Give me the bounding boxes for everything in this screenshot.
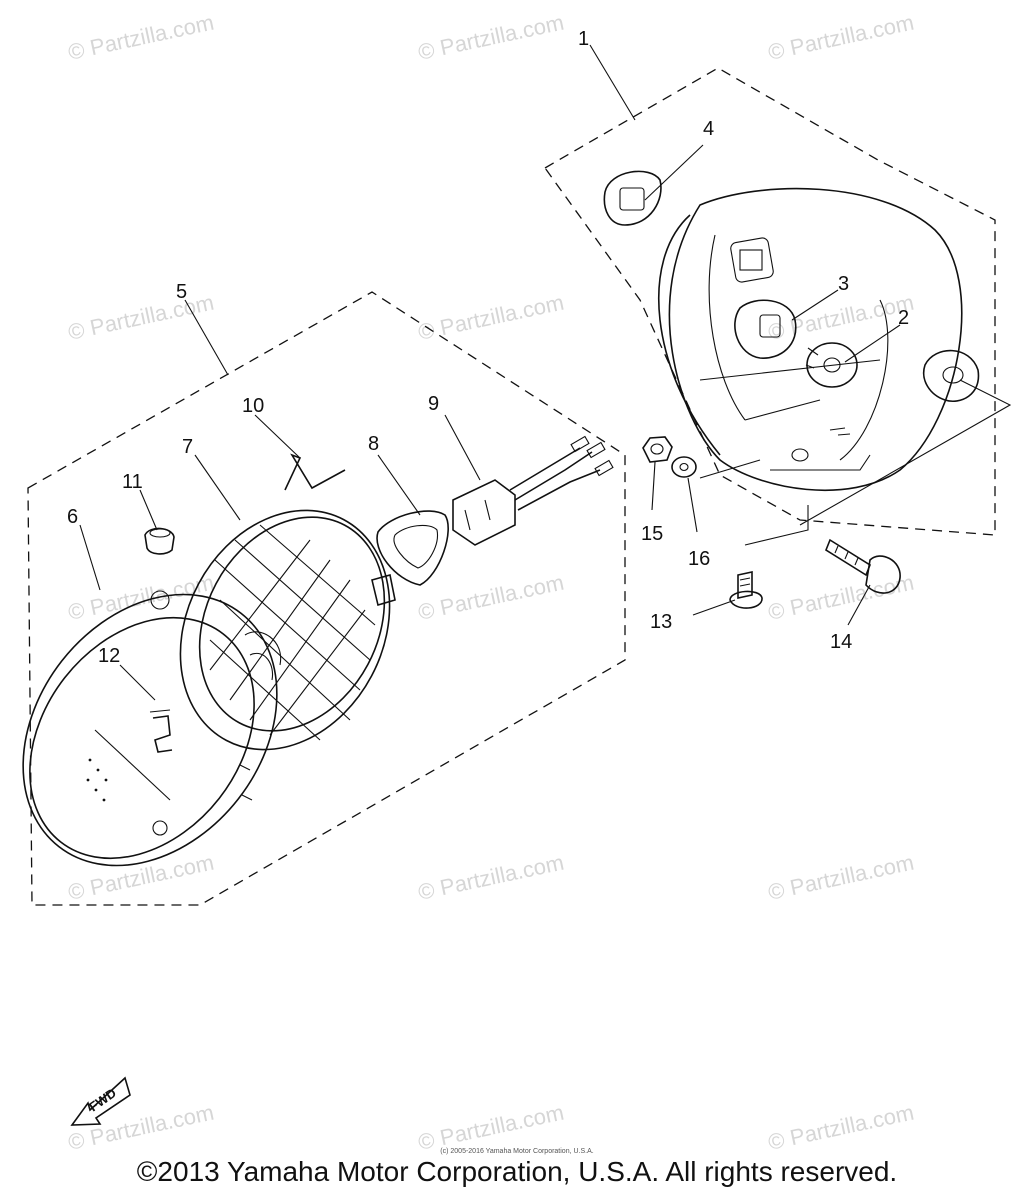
watermark: © Partzilla.com [66, 570, 216, 625]
spring-10 [284, 453, 346, 491]
callout-13: 13 [650, 611, 672, 633]
watermark: © Partzilla.com [416, 290, 566, 345]
fwd-label: FWD [86, 1085, 119, 1114]
watermark: © Partzilla.com [766, 10, 916, 65]
watermarks: © Partzilla.com © Partzilla.com © Partzi… [66, 10, 916, 1155]
watermark: © Partzilla.com [66, 10, 216, 65]
watermark: © Partzilla.com [766, 1100, 916, 1155]
callout-8: 8 [368, 433, 379, 455]
watermark: © Partzilla.com [766, 290, 916, 345]
copyright-footer: ©2013 Yamaha Motor Corporation, U.S.A. A… [136, 1156, 898, 1187]
callout-7: 7 [182, 436, 193, 458]
callout-16: 16 [688, 548, 710, 570]
clip-12 [149, 709, 173, 753]
callout-14: 14 [830, 631, 852, 653]
callout-9: 9 [428, 393, 439, 415]
callout-11: 11 [122, 471, 143, 493]
small-copyright-notice: (c) 2005-2016 Yamaha Motor Corporation, … [440, 1148, 594, 1155]
grommet-11 [144, 527, 175, 555]
callout-10: 10 [242, 395, 264, 417]
callout-1: 1 [578, 28, 589, 50]
grommet-2 [805, 342, 858, 388]
lens-unit-7 [179, 509, 396, 751]
grommet-3 [734, 299, 797, 359]
bolt-14 [825, 538, 901, 594]
bolt-13 [729, 571, 763, 609]
watermark: © Partzilla.com [416, 1100, 566, 1155]
nut-15 [642, 436, 673, 463]
watermark: © Partzilla.com [66, 850, 216, 905]
watermark: © Partzilla.com [766, 570, 916, 625]
watermark: © Partzilla.com [766, 850, 916, 905]
callouts: 1 2 3 4 5 6 7 8 9 10 11 12 13 14 15 16 [67, 28, 909, 667]
callout-2: 2 [898, 307, 909, 329]
callout-12: 12 [98, 645, 120, 667]
socket-9 [452, 435, 614, 546]
watermark: © Partzilla.com [66, 290, 216, 345]
watermark: © Partzilla.com [66, 1100, 216, 1155]
assembly-1-outline [544, 67, 996, 536]
callout-5: 5 [176, 281, 187, 303]
callout-3: 3 [838, 273, 849, 295]
watermark: © Partzilla.com [416, 570, 566, 625]
callout-6: 6 [67, 506, 78, 528]
assembly-5-outline [27, 291, 626, 906]
leader-lines [79, 44, 1012, 701]
watermark: © Partzilla.com [416, 850, 566, 905]
callout-15: 15 [641, 523, 663, 545]
washer-16 [671, 456, 697, 478]
callout-4: 4 [703, 118, 714, 140]
watermark: © Partzilla.com [416, 10, 566, 65]
grommet-4 [603, 170, 662, 226]
boot-8 [376, 510, 449, 586]
rim-6 [22, 590, 278, 867]
headlight-housing [657, 187, 963, 492]
side-mount-boss [923, 349, 980, 402]
